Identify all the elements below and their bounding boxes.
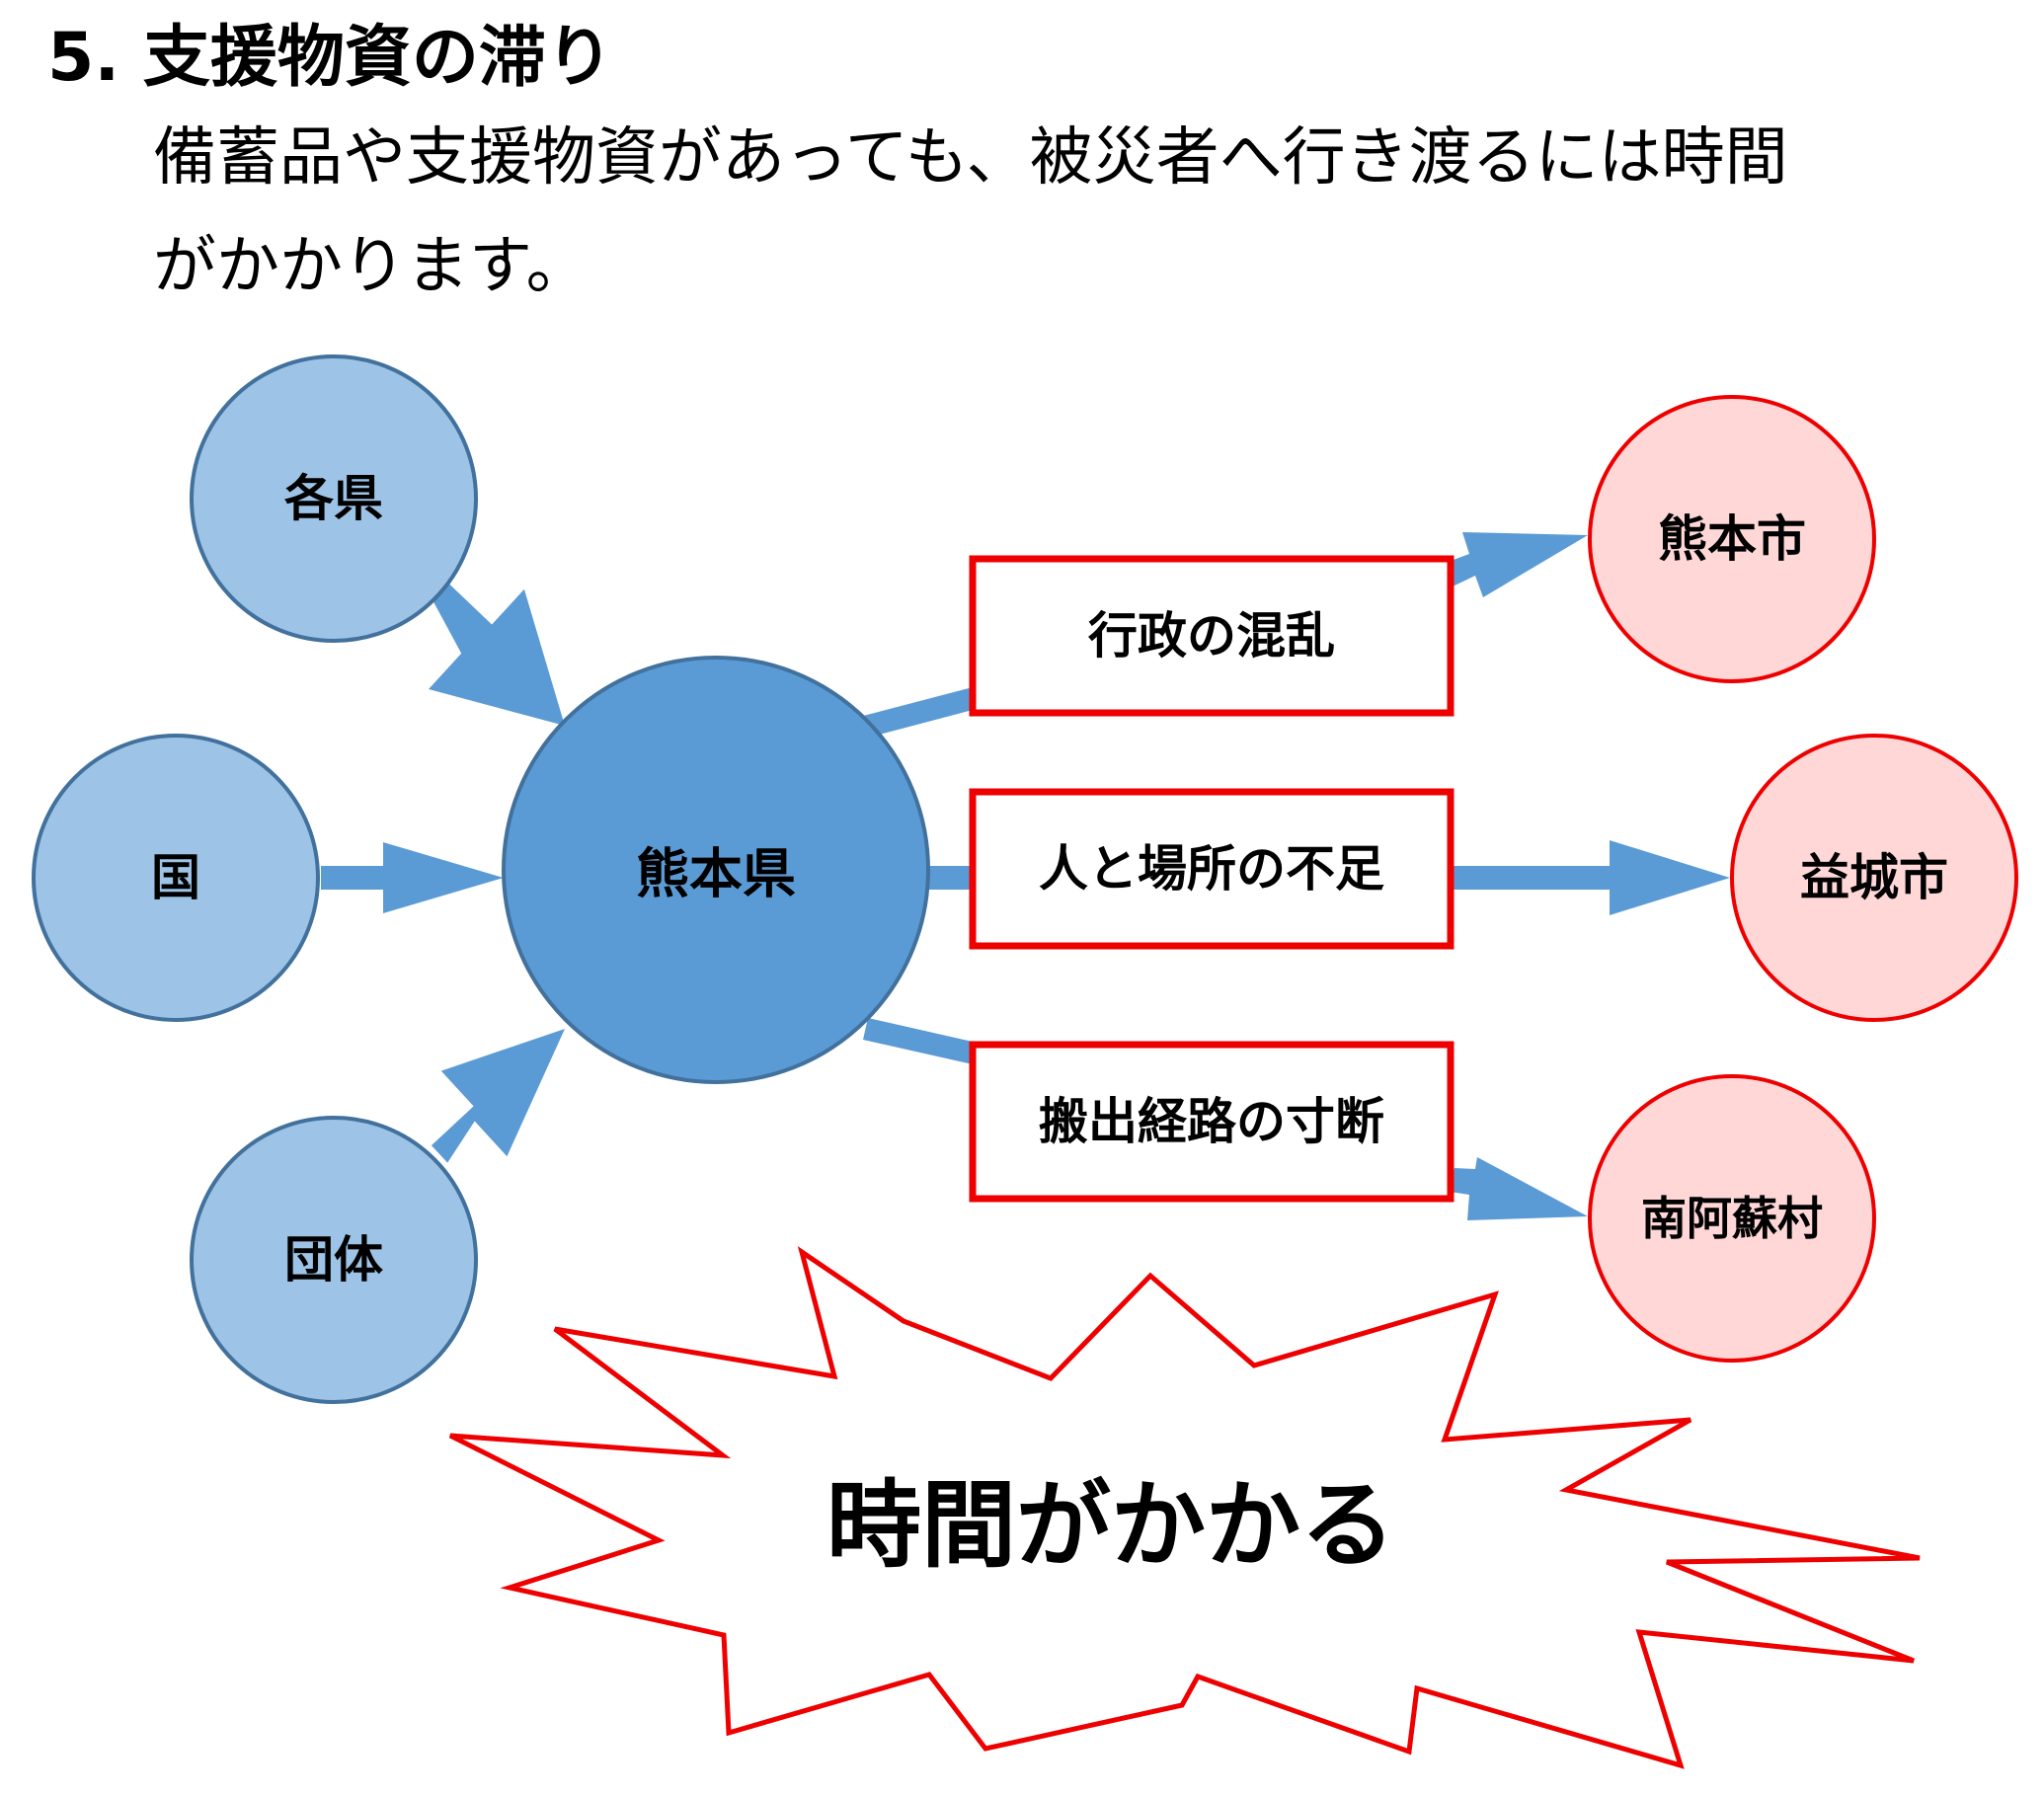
source-label-groups: 団体 [284, 1231, 383, 1288]
arrow-nation-to-hub [321, 842, 504, 913]
source-circle-prefectures [190, 354, 478, 643]
obstacle-box-staff: 人と場所の不足 [969, 788, 1454, 950]
source-node-groups: 団体 [190, 1116, 478, 1404]
arrow-staff-to-mashiki [1451, 840, 1730, 915]
destination-label-minamiaso: 南阿蘇村 [1641, 1192, 1823, 1245]
arrow-groups-to-hub [431, 1029, 565, 1163]
obstacle-rect-admin [969, 555, 1454, 717]
arrow-admin-to-kumamoto-city [1443, 532, 1588, 597]
burst-callout: 時間がかかる [448, 1246, 1921, 1769]
obstacle-box-admin: 行政の混乱 [969, 555, 1454, 717]
source-circle-groups [190, 1116, 478, 1404]
source-node-nation: 国 [32, 734, 320, 1022]
connector-hub-to-admin [863, 687, 973, 738]
burst-shape [448, 1246, 1921, 1769]
arrow-route-to-minamiaso [1450, 1157, 1588, 1220]
arrow-prefectures-to-hub [429, 584, 565, 726]
hub-label: 熊本県 [636, 843, 796, 905]
obstacle-rect-route [969, 1041, 1454, 1203]
obstacle-box-route: 搬出経路の寸断 [969, 1041, 1454, 1203]
obstacle-label-admin: 行政の混乱 [1088, 607, 1335, 664]
destination-node-kumamoto-city: 熊本市 [1588, 395, 1876, 683]
source-label-prefectures: 各県 [284, 470, 383, 527]
destination-circle-mashiki [1730, 734, 2018, 1022]
description-line-1: 備蓄品や支援物資があっても、被災者へ行き渡るには時間 [153, 121, 1788, 195]
hub-circle [502, 656, 930, 1084]
hub-node: 熊本県 [502, 656, 930, 1084]
destination-circle-minamiaso [1588, 1074, 1876, 1363]
obstacle-label-staff: 人と場所の不足 [1039, 840, 1384, 898]
obstacle-label-route: 搬出経路の寸断 [1039, 1093, 1384, 1150]
destination-node-mashiki: 益城市 [1730, 734, 2018, 1022]
destination-node-minamiaso: 南阿蘇村 [1588, 1074, 1876, 1363]
destination-circle-kumamoto-city [1588, 395, 1876, 683]
connectors [321, 532, 1730, 1220]
obstacle-rect-staff [969, 788, 1454, 950]
connector-hub-to-staff [923, 866, 973, 890]
destination-label-mashiki: 益城市 [1800, 849, 1948, 906]
source-circle-nation [32, 734, 320, 1022]
destination-label-kumamoto-city: 熊本市 [1658, 510, 1806, 568]
description-line-2: がかかります。 [153, 230, 590, 303]
source-node-prefectures: 各県 [190, 354, 478, 643]
source-label-nation: 国 [151, 849, 200, 906]
section-heading: 5. 支援物資の滞り [47, 19, 613, 97]
burst-label: 時間がかかる [826, 1470, 1395, 1581]
connector-hub-to-route [863, 1018, 973, 1064]
